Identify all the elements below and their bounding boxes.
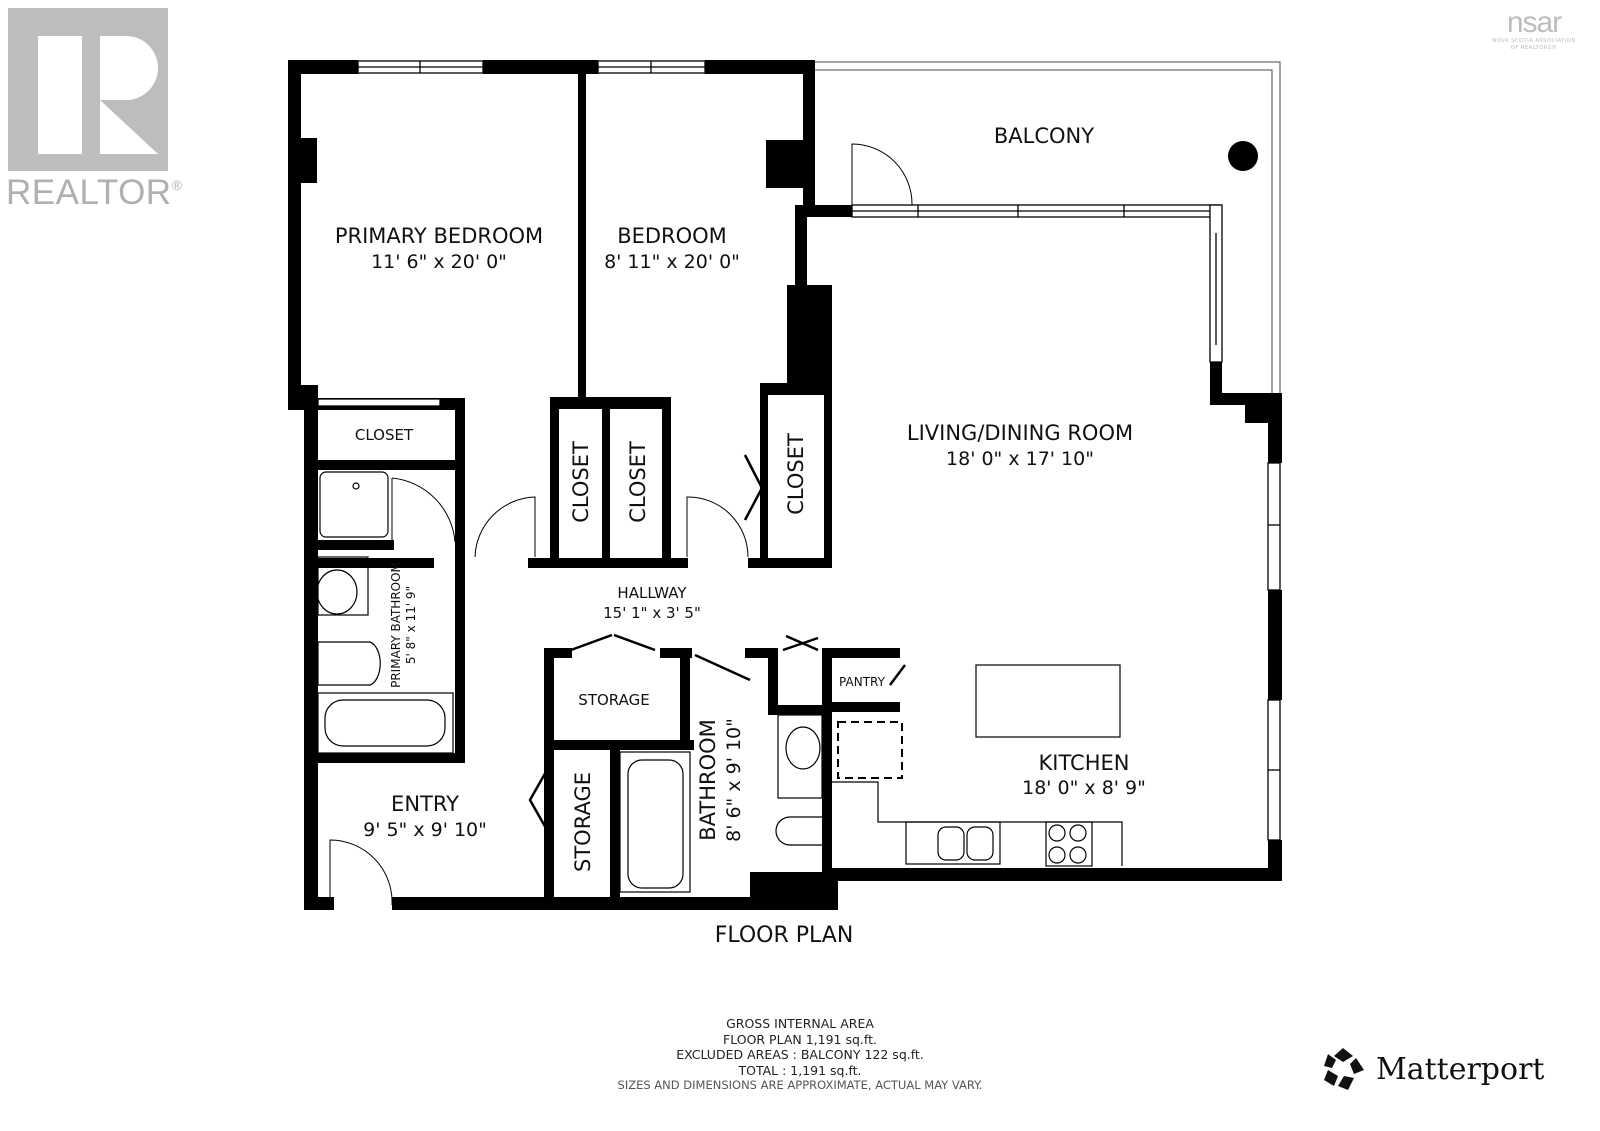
label-storage-top: STORAGE [578, 691, 649, 709]
dims-kitchen: 18' 0" x 8' 9" [1022, 777, 1146, 799]
balcony-outline [815, 61, 1281, 405]
dims-bathroom: 8' 6" x 9' 10" [723, 718, 745, 842]
walls [288, 60, 1282, 910]
nsar-logo: nsar NOVA SCOTIA ASSOCIATION OF REALTORS… [1474, 8, 1594, 58]
summary-total: TOTAL : 1,191 sq.ft. [738, 1062, 862, 1078]
label-closet-b: CLOSET [626, 441, 650, 523]
label-bedroom: BEDROOM [617, 224, 727, 248]
dims-living-dining: 18' 0" x 17' 10" [946, 448, 1094, 470]
area-summary: GROSS INTERNAL AREA FLOOR PLAN 1,191 sq.… [560, 1016, 1040, 1094]
nsar-subtitle: NOVA SCOTIA ASSOCIATION OF REALTORS® [1492, 38, 1576, 51]
label-closet-primary: CLOSET [355, 426, 414, 444]
label-kitchen: KITCHEN [1039, 751, 1130, 775]
label-balcony: BALCONY [994, 124, 1094, 148]
fixtures [316, 471, 1123, 893]
realtor-logo: REALTOR® [6, 8, 182, 213]
dims-primary-bathroom: 5' 8" x 11' 9" [404, 586, 418, 664]
summary-floor-plan: FLOOR PLAN 1,191 sq.ft. [723, 1031, 877, 1047]
plan-title: FLOOR PLAN [715, 923, 854, 948]
realtor-r-icon [8, 8, 168, 171]
matterport-logo: Matterport [1320, 1044, 1544, 1094]
summary-excluded: EXCLUDED AREAS : BALCONY 122 sq.ft. [676, 1047, 924, 1062]
doors [329, 143, 913, 906]
label-hallway: HALLWAY [617, 584, 687, 602]
room-labels: BALCONY PRIMARY BEDROOM 11' 6" x 20' 0" … [335, 124, 1146, 948]
dims-entry: 9' 5" x 9' 10" [363, 819, 487, 841]
label-closet-c: CLOSET [784, 433, 808, 515]
windows [317, 60, 1281, 841]
dims-hallway: 15' 1" x 3' 5" [603, 604, 701, 622]
label-closet-a: CLOSET [569, 441, 593, 523]
matterport-wordmark: Matterport [1376, 1051, 1545, 1087]
label-bathroom: BATHROOM [696, 719, 720, 841]
nsar-wordmark: nsar [1506, 6, 1562, 39]
label-storage-side: STORAGE [571, 772, 595, 872]
summary-disclaimer: SIZES AND DIMENSIONS ARE APPROXIMATE, AC… [617, 1078, 983, 1092]
label-primary-bedroom: PRIMARY BEDROOM [335, 224, 543, 248]
label-pantry: PANTRY [839, 675, 886, 689]
dims-bedroom: 8' 11" x 20' 0" [604, 251, 740, 273]
dims-primary-bedroom: 11' 6" x 20' 0" [371, 251, 507, 273]
realtor-wordmark: REALTOR® [6, 173, 183, 212]
matterport-mark-icon [1324, 1048, 1364, 1090]
label-entry: ENTRY [391, 792, 459, 816]
label-primary-bathroom: PRIMARY BATHROOM [389, 562, 403, 688]
balcony-column-icon [1228, 141, 1258, 171]
summary-heading: GROSS INTERNAL AREA [726, 1016, 874, 1031]
label-living-dining: LIVING/DINING ROOM [907, 421, 1133, 445]
